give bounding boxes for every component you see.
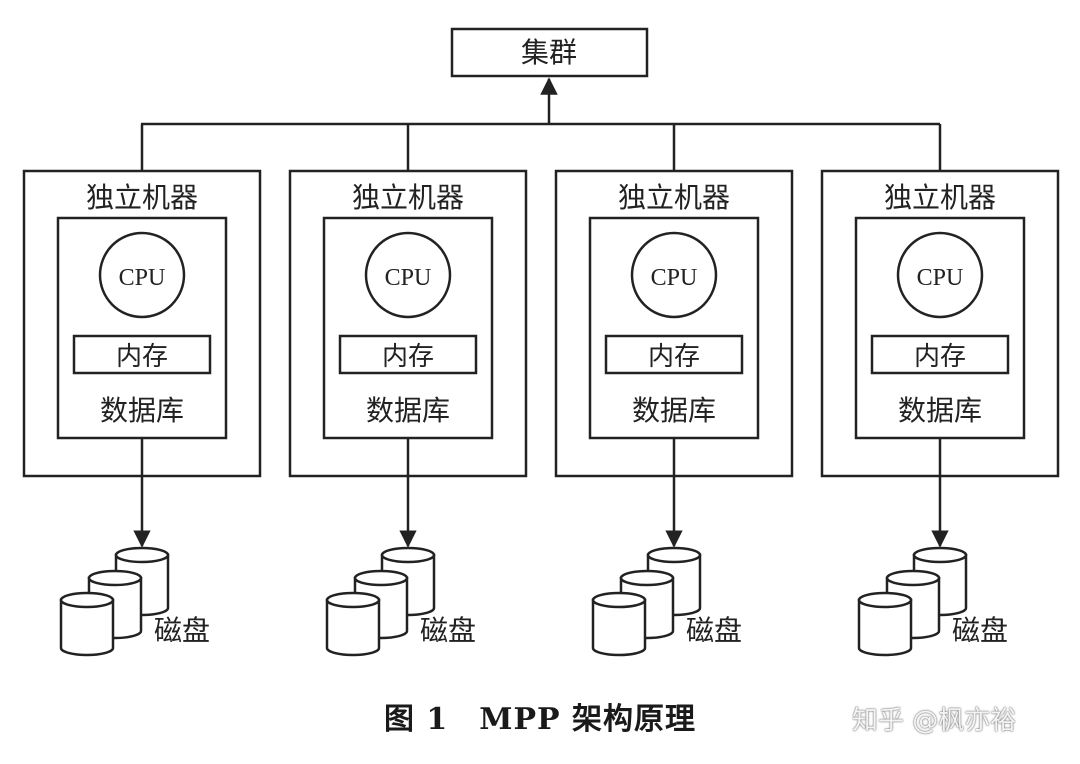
disk-label: 磁盘 [420,614,476,647]
database-label: 数据库 [100,394,184,427]
disk-label: 磁盘 [686,614,742,647]
disk-top [380,546,436,564]
disk-top [857,591,913,609]
disk-cylinder [59,591,115,657]
cpu-circle [98,231,186,319]
disk-label: 磁盘 [154,614,210,647]
disk-cylinder [325,591,381,657]
database-label: 数据库 [898,394,982,427]
disk-body [325,598,381,657]
disk-stack [857,546,968,657]
memory-label: 内存 [116,342,168,372]
machine-title: 独立机器 [884,181,996,214]
memory-box [870,334,1010,375]
disk-top [87,569,143,587]
disk-top [59,591,115,609]
disk-top [885,569,941,587]
disk-stack [591,546,702,657]
disk-top [114,546,170,564]
database-label: 数据库 [632,394,716,427]
machine-title: 独立机器 [352,181,464,214]
disk-stack [59,546,170,657]
machine-title: 独立机器 [86,181,198,214]
cluster-label: 集群 [521,36,577,69]
cpu-label: CPU [385,265,432,291]
disk-top [591,591,647,609]
watermark: 知乎 @枫亦裕 [852,706,1017,736]
disk-body [59,598,115,657]
disk-body [857,598,913,657]
disk-top [325,591,381,609]
disk-top [912,546,968,564]
disk-label: 磁盘 [952,614,1008,647]
cpu-label: CPU [119,265,166,291]
cpu-circle [896,231,984,319]
memory-label: 内存 [648,342,700,372]
memory-label: 内存 [382,342,434,372]
machine-title: 独立机器 [618,181,730,214]
cluster-connector [141,77,940,126]
disk-top [619,569,675,587]
disk-cylinder [857,591,913,657]
disk-stack [325,546,436,657]
disk-top [353,569,409,587]
memory-box [604,334,744,375]
cpu-circle [364,231,452,319]
disk-top [646,546,702,564]
disk-body [591,598,647,657]
database-label: 数据库 [366,394,450,427]
cpu-label: CPU [917,265,964,291]
disk-cylinder [591,591,647,657]
cpu-circle [630,231,718,319]
cpu-label: CPU [651,265,698,291]
memory-box [338,334,478,375]
memory-box [72,334,212,375]
figure-caption: 图 1 MPP 架构原理 [383,702,697,737]
cluster-node: 集群 [450,27,649,78]
memory-label: 内存 [914,342,966,372]
